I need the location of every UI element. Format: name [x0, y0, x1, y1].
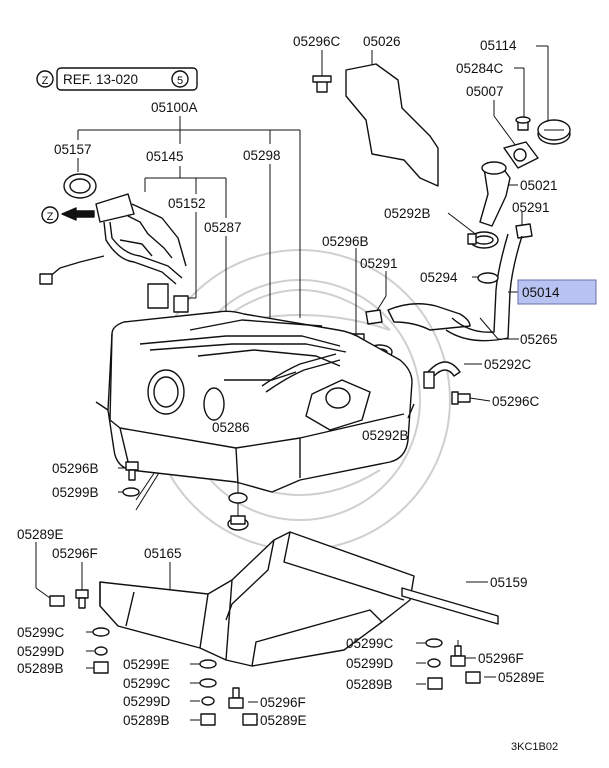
- label-05299D-left: 05299D: [17, 644, 65, 659]
- reference-text: REF. 13-020: [63, 72, 138, 87]
- label-05299D-mid: 05299D: [123, 694, 171, 709]
- washer-05299D-left: [94, 646, 108, 656]
- label-05289E-mid: 05289E: [260, 713, 307, 728]
- washer-05299E: [199, 659, 217, 669]
- label-05289E-right: 05289E: [498, 670, 545, 685]
- part-labels: 05296C 05026 05114 05284C 05007 05100A 0…: [17, 34, 560, 753]
- heat-shield-05026: [345, 63, 439, 187]
- label-05299D-right: 05299D: [346, 656, 394, 671]
- label-05296C-top: 05296C: [293, 34, 341, 49]
- label-05292C: 05292C: [484, 357, 532, 372]
- label-05289B-mid: 05289B: [123, 713, 170, 728]
- label-05145: 05145: [146, 149, 184, 164]
- breather-hose-05294: [387, 303, 471, 331]
- view-arrow-symbol: Z: [47, 211, 54, 223]
- bolt-05296B-left: [125, 461, 139, 481]
- label-05299C-right: 05299C: [346, 636, 394, 651]
- label-05292B-top: 05292B: [384, 206, 431, 221]
- label-05299B: 05299B: [52, 485, 99, 500]
- washer-05299C-mid: [199, 678, 217, 688]
- bar-05159: [401, 587, 499, 625]
- hose-clamp-05292B-top: [467, 231, 499, 249]
- clip-05291-mid: [365, 309, 383, 325]
- filler-hose-05014: [451, 233, 509, 333]
- label-05159: 05159: [490, 575, 528, 590]
- label-05296F-left: 05296F: [52, 546, 98, 561]
- label-05296B-top: 05296B: [322, 234, 369, 249]
- label-05100A: 05100A: [151, 100, 198, 115]
- view-arrow: [61, 207, 95, 221]
- label-05299C-left: 05299C: [17, 625, 65, 640]
- view-arrow-marker: Z: [41, 206, 59, 224]
- label-05291-mid: 05291: [360, 256, 398, 271]
- label-05286: 05286: [212, 420, 250, 435]
- label-05114: 05114: [480, 38, 517, 53]
- nut-05289B-mid: [200, 713, 216, 726]
- gasket-05157: [63, 173, 97, 199]
- washer-05286: [227, 492, 249, 531]
- label-05294: 05294: [420, 270, 458, 285]
- label-05298: 05298: [243, 148, 281, 163]
- label-05296C-right: 05296C: [492, 394, 540, 409]
- label-05289B-left: 05289B: [17, 661, 64, 676]
- label-05291-right: 05291: [512, 200, 550, 215]
- label-05026: 05026: [363, 34, 401, 49]
- label-05289B-right: 05289B: [346, 677, 393, 692]
- fuel-gauge-unit-05145: [39, 193, 189, 313]
- fuel-cap-05114: [537, 119, 571, 145]
- highlight-box-05014: [517, 279, 597, 305]
- label-05021: 05021: [520, 178, 558, 193]
- screw-05284C: [515, 116, 531, 131]
- reference-prefix-symbol: Z: [42, 75, 49, 87]
- bolt-05296F-mid: [228, 687, 244, 709]
- band-05292C: [427, 361, 461, 377]
- washer-05299C-right: [425, 638, 443, 648]
- label-05165: 05165: [144, 546, 182, 561]
- washer-05299D-mid: [201, 696, 215, 706]
- label-05296B-left: 05296B: [52, 461, 99, 476]
- gasket-05007: [503, 141, 539, 169]
- clip-05291-right: [515, 223, 533, 239]
- nut-05289E-left: [49, 595, 65, 607]
- nut-05289E-right: [465, 671, 481, 684]
- reference-note: Z REF. 13-020 5: [36, 67, 198, 91]
- label-05152: 05152: [168, 196, 206, 211]
- label-05157: 05157: [54, 142, 92, 157]
- label-05014: 05014: [522, 285, 560, 300]
- reference-page-symbol: 5: [177, 75, 183, 87]
- label-05296F-right: 05296F: [478, 651, 524, 666]
- washer-05299D-right: [427, 658, 441, 668]
- diagram-code: 3KC1B02: [511, 741, 558, 753]
- washer-05299C-left: [92, 627, 110, 637]
- bolt-05296F-left: [75, 589, 89, 609]
- washer-05299B: [122, 487, 140, 497]
- label-05299E: 05299E: [123, 657, 170, 672]
- label-05289E-left: 05289E: [17, 527, 64, 542]
- label-05299C-mid: 05299C: [123, 676, 171, 691]
- nut-05289B-left: [93, 661, 109, 674]
- label-05287: 05287: [204, 220, 242, 235]
- nut-05289B-right: [427, 677, 443, 690]
- bolt-05296F-right: [450, 645, 466, 667]
- label-05292B-bottom: 05292B: [362, 428, 409, 443]
- bolt-05296C-top: [312, 75, 332, 93]
- bolt-05296C-right: [451, 391, 471, 405]
- label-05296F-mid: 05296F: [260, 695, 306, 710]
- label-05284C: 05284C: [456, 61, 504, 76]
- part-drawings: [39, 63, 571, 726]
- nut-05289E-mid: [242, 713, 258, 726]
- label-05007: 05007: [466, 84, 504, 99]
- label-05265: 05265: [520, 332, 558, 347]
